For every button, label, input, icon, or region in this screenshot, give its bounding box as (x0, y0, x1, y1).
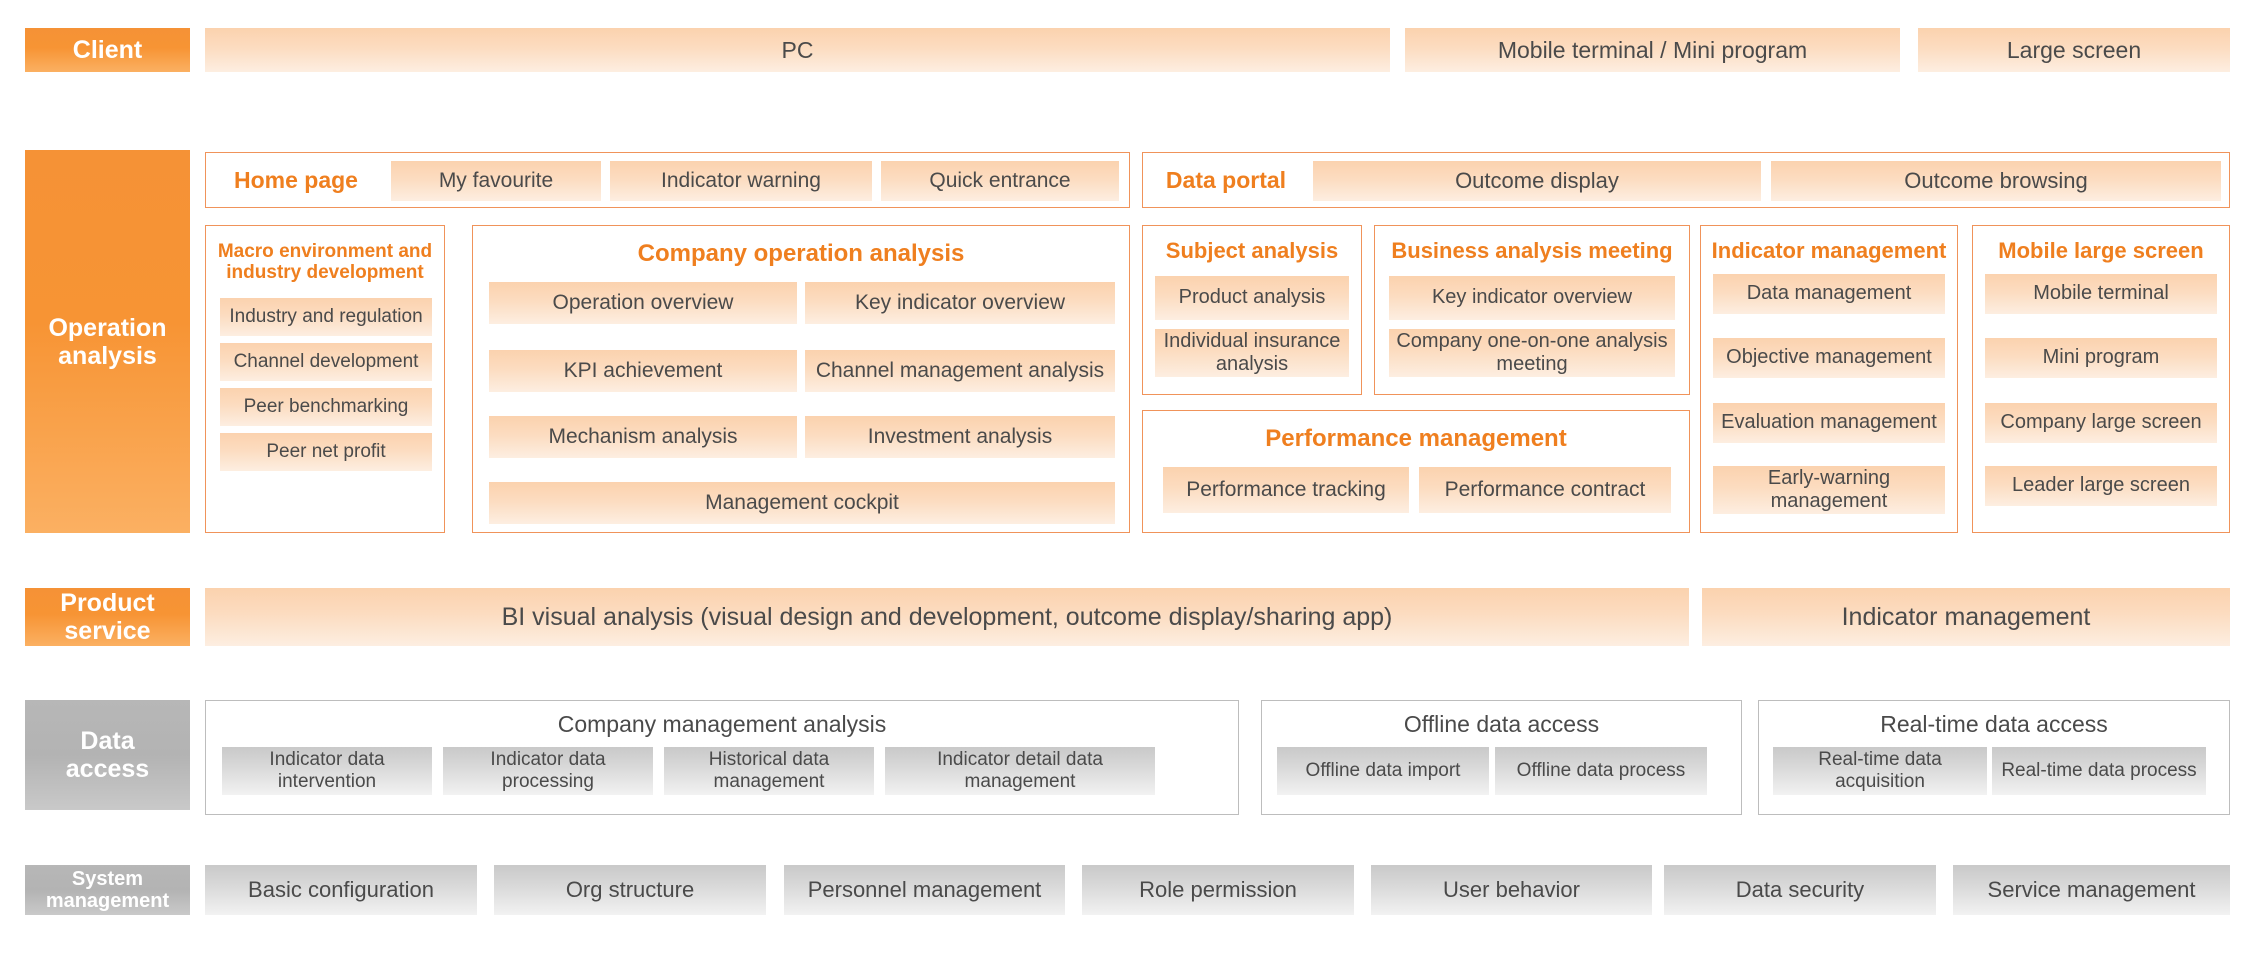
group-performance-management-title: Performance management (1265, 424, 1567, 452)
indicator-management-item-objective-management[interactable]: Objective management (1713, 338, 1945, 378)
client-item-large-screen[interactable]: Large screen (1918, 28, 2230, 72)
row-label-client: Client (25, 28, 190, 72)
group-indicator-management-title: Indicator management (1711, 237, 1947, 263)
group-business-analysis-meeting: Business analysis meeting Key indicator … (1374, 225, 1690, 395)
company-operation-item-kpi-achievement[interactable]: KPI achievement (489, 350, 797, 392)
group-mobile-large-screen: Mobile large screen Mobile terminal Mini… (1972, 225, 2230, 533)
group-macro-environment-title-line2: industry development (226, 262, 424, 283)
realtime-item-real-time-data-acquisition[interactable]: Real-time data acquisition (1773, 747, 1987, 795)
company-management-item-indicator-detail-data-management[interactable]: Indicator detail data management (885, 747, 1155, 795)
company-management-item-indicator-data-intervention[interactable]: Indicator data intervention (222, 747, 432, 795)
row-label-operation-analysis-text: Operation analysis (48, 313, 167, 370)
company-operation-item-channel-management-analysis[interactable]: Channel management analysis (805, 350, 1115, 392)
system-management-item-org-structure[interactable]: Org structure (494, 865, 766, 915)
business-meeting-item-key-indicator-overview[interactable]: Key indicator overview (1389, 276, 1675, 320)
subject-analysis-item-individual-insurance-analysis[interactable]: Individual insurance analysis (1155, 329, 1349, 377)
company-operation-item-investment-analysis[interactable]: Investment analysis (805, 416, 1115, 458)
row-label-operation-analysis: Operation analysis (25, 150, 190, 533)
system-management-item-user-behavior[interactable]: User behavior (1371, 865, 1652, 915)
home-page-item-quick-entrance[interactable]: Quick entrance (881, 161, 1119, 201)
group-offline-data-access: Offline data access Offline data import … (1261, 700, 1742, 815)
system-management-item-role-permission[interactable]: Role permission (1082, 865, 1354, 915)
home-page-title: Home page (234, 167, 358, 194)
realtime-item-real-time-data-process[interactable]: Real-time data process (1992, 747, 2206, 795)
row-label-data-access-line1: Data (80, 727, 135, 755)
home-page-panel: Home page My favourite Indicator warning… (205, 152, 1130, 208)
system-management-item-data-security[interactable]: Data security (1664, 865, 1936, 915)
business-meeting-item-company-one-on-one-analysis-meeting[interactable]: Company one-on-one analysis meeting (1389, 329, 1675, 377)
data-portal-item-outcome-browsing[interactable]: Outcome browsing (1771, 161, 2221, 201)
group-mobile-large-screen-title: Mobile large screen (1998, 237, 2204, 263)
company-operation-item-management-cockpit[interactable]: Management cockpit (489, 482, 1115, 524)
group-macro-environment-title: Macro environment and industry developme… (210, 234, 440, 292)
group-company-management-analysis: Company management analysis Indicator da… (205, 700, 1239, 815)
indicator-management-item-data-management[interactable]: Data management (1713, 274, 1945, 314)
group-realtime-data-access: Real-time data access Real-time data acq… (1758, 700, 2230, 815)
group-indicator-management: Indicator management Data management Obj… (1700, 225, 1958, 533)
mobile-large-screen-item-mobile-terminal[interactable]: Mobile terminal (1985, 274, 2217, 314)
company-operation-item-mechanism-analysis[interactable]: Mechanism analysis (489, 416, 797, 458)
group-subject-analysis-title: Subject analysis (1165, 237, 1339, 263)
row-label-system-management: System management (25, 865, 190, 915)
group-offline-data-access-title: Offline data access (1403, 711, 1600, 738)
row-label-system-management-line1: System (71, 867, 144, 890)
data-portal-title: Data portal (1165, 167, 1287, 194)
company-operation-item-key-indicator-overview[interactable]: Key indicator overview (805, 282, 1115, 324)
group-performance-management: Performance management Performance track… (1142, 410, 1690, 533)
product-service-item-indicator-management[interactable]: Indicator management (1702, 588, 2230, 646)
data-portal-panel: Data portal Outcome display Outcome brow… (1142, 152, 2230, 208)
row-label-data-access: Data access (25, 700, 190, 810)
group-realtime-data-access-title: Real-time data access (1880, 711, 2108, 738)
row-label-product-service: Product service (25, 588, 190, 646)
row-label-system-management-line2: management (45, 890, 170, 912)
system-management-item-service-management[interactable]: Service management (1953, 865, 2230, 915)
mobile-large-screen-item-company-large-screen[interactable]: Company large screen (1985, 403, 2217, 443)
mobile-large-screen-item-mini-program[interactable]: Mini program (1985, 338, 2217, 378)
group-company-operation-analysis: Company operation analysis Operation ove… (472, 225, 1130, 533)
row-label-product-service-line1: Product (60, 589, 155, 617)
indicator-management-item-early-warning-management[interactable]: Early-warning management (1713, 466, 1945, 514)
system-management-item-personnel-management[interactable]: Personnel management (784, 865, 1065, 915)
macro-item-peer-benchmarking[interactable]: Peer benchmarking (220, 388, 432, 426)
macro-item-channel-development[interactable]: Channel development (220, 343, 432, 381)
company-management-item-historical-data-management[interactable]: Historical data management (664, 747, 874, 795)
group-company-management-analysis-title: Company management analysis (557, 711, 887, 738)
group-macro-environment: Macro environment and industry developme… (205, 225, 445, 533)
group-macro-environment-title-line1: Macro environment and (217, 241, 433, 263)
macro-item-peer-net-profit[interactable]: Peer net profit (220, 433, 432, 471)
performance-item-performance-tracking[interactable]: Performance tracking (1163, 467, 1409, 513)
client-item-pc[interactable]: PC (205, 28, 1390, 72)
data-portal-item-outcome-display[interactable]: Outcome display (1313, 161, 1761, 201)
row-label-product-service-line2: service (64, 617, 151, 645)
offline-item-offline-data-import[interactable]: Offline data import (1277, 747, 1489, 795)
macro-item-industry-and-regulation[interactable]: Industry and regulation (220, 298, 432, 336)
group-company-operation-analysis-title: Company operation analysis (637, 239, 965, 267)
offline-item-offline-data-process[interactable]: Offline data process (1495, 747, 1707, 795)
home-page-item-indicator-warning[interactable]: Indicator warning (610, 161, 872, 201)
group-subject-analysis: Subject analysis Product analysis Indivi… (1142, 225, 1362, 395)
mobile-large-screen-item-leader-large-screen[interactable]: Leader large screen (1985, 466, 2217, 506)
company-operation-item-operation-overview[interactable]: Operation overview (489, 282, 797, 324)
system-management-item-basic-configuration[interactable]: Basic configuration (205, 865, 477, 915)
indicator-management-item-evaluation-management[interactable]: Evaluation management (1713, 403, 1945, 443)
client-item-mobile-terminal-mini-program[interactable]: Mobile terminal / Mini program (1405, 28, 1900, 72)
product-service-item-bi-visual-analysis[interactable]: BI visual analysis (visual design and de… (205, 588, 1689, 646)
home-page-item-my-favourite[interactable]: My favourite (391, 161, 601, 201)
row-label-data-access-line2: access (65, 755, 150, 783)
performance-item-performance-contract[interactable]: Performance contract (1419, 467, 1671, 513)
company-management-item-indicator-data-processing[interactable]: Indicator data processing (443, 747, 653, 795)
subject-analysis-item-product-analysis[interactable]: Product analysis (1155, 276, 1349, 320)
group-business-analysis-meeting-title: Business analysis meeting (1391, 237, 1673, 263)
